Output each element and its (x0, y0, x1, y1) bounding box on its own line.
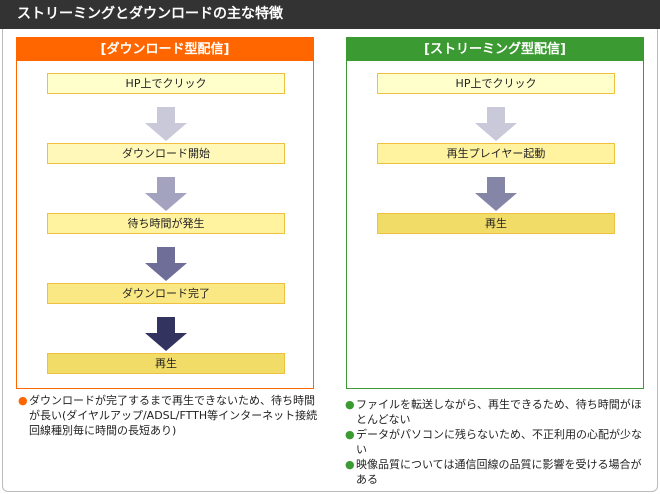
arrow-down-icon (145, 317, 187, 351)
note-text: ダウンロードが完了するまで再生できないため、待ち時間が長い(ダイヤルアップ/AD… (29, 394, 318, 437)
download-step: HP上でクリック (47, 73, 285, 94)
arrow-down-icon (145, 177, 187, 211)
download-notes: ●ダウンロードが完了するまで再生できないため、待ち時間が長い(ダイヤルアップ/A… (18, 393, 318, 438)
note-text: ファイルを転送しながら、再生できるため、待ち時間がほとんどない (356, 398, 642, 426)
note-text: データがパソコンに残らないため、不正利用の心配が少ない (356, 428, 642, 456)
arrow-down-icon (145, 107, 187, 141)
note-text: 映像品質については通信回線の品質に影響を受ける場合がある (356, 458, 642, 486)
download-heading: [ダウンロード型配信] (17, 38, 313, 61)
download-column: [ダウンロード型配信] HP上でクリック ダウンロード開始 待ち時間が発生 ダウ… (16, 37, 314, 389)
arrow-down-icon (475, 177, 517, 211)
note-item: ●映像品質については通信回線の品質に影響を受ける場合がある (345, 458, 642, 486)
download-step: 待ち時間が発生 (47, 213, 285, 234)
download-step: ダウンロード完了 (47, 283, 285, 304)
streaming-notes: ●ファイルを転送しながら、再生できるため、待ち時間がほとんどない ●データがパソ… (345, 397, 645, 487)
streaming-step: 再生プレイヤー起動 (377, 143, 615, 164)
streaming-step: HP上でクリック (377, 73, 615, 94)
content-panel (2, 29, 658, 492)
streaming-heading: [ストリーミング型配信] (347, 38, 643, 61)
note-item: ●ダウンロードが完了するまで再生できないため、待ち時間が長い(ダイヤルアップ/A… (18, 394, 318, 437)
arrow-down-icon (145, 247, 187, 281)
page-title: ストリーミングとダウンロードの主な特徴 (0, 0, 660, 29)
download-step: ダウンロード開始 (47, 143, 285, 164)
note-item: ●ファイルを転送しながら、再生できるため、待ち時間がほとんどない (345, 398, 642, 426)
note-item: ●データがパソコンに残らないため、不正利用の心配が少ない (345, 428, 642, 456)
streaming-step: 再生 (377, 213, 615, 234)
streaming-column: [ストリーミング型配信] HP上でクリック 再生プレイヤー起動 再生 (346, 37, 644, 389)
arrow-down-icon (475, 107, 517, 141)
download-step: 再生 (47, 353, 285, 374)
